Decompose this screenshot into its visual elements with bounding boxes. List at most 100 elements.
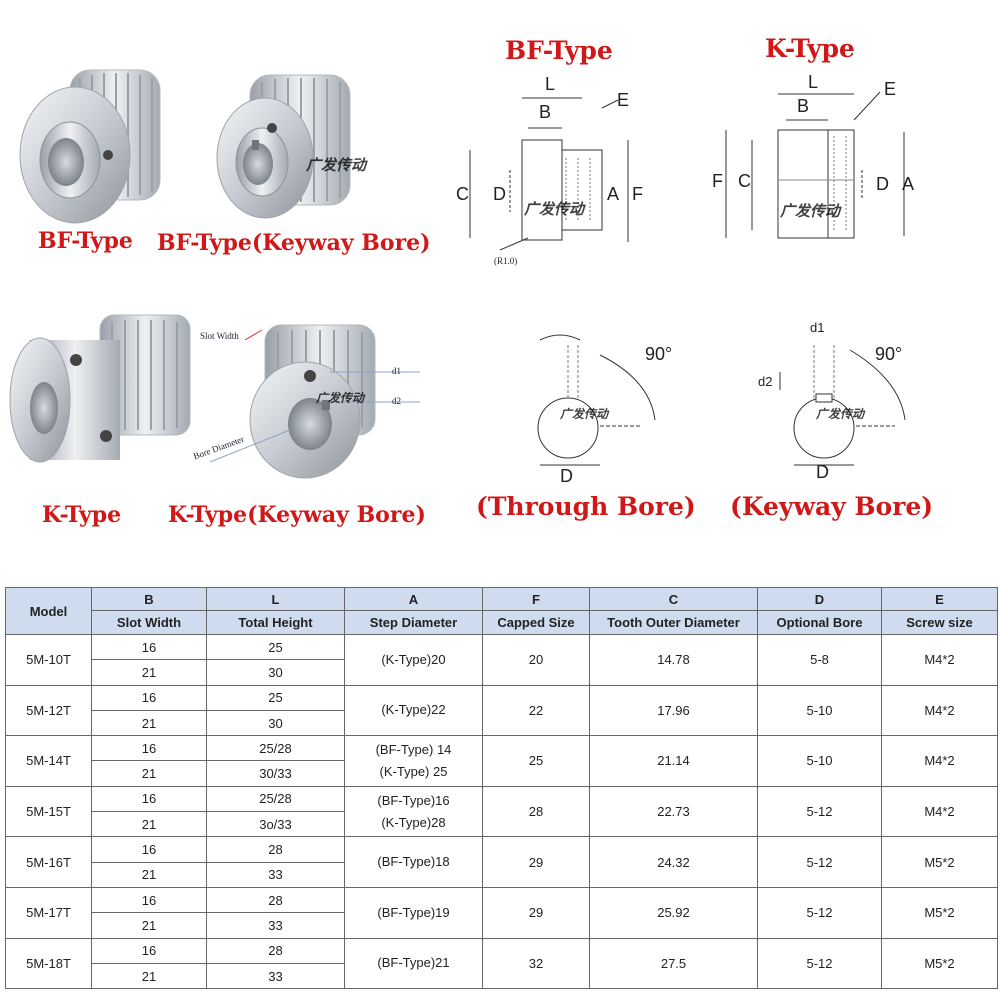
header-slot-width: Slot Width <box>91 610 207 635</box>
total-height-cell: 25 <box>206 684 345 711</box>
screw-size-cell: M4*2 <box>881 735 998 787</box>
total-height-cell: 33 <box>206 962 345 990</box>
k-dim-c: C <box>738 171 751 191</box>
through-bore-drawing <box>537 334 656 466</box>
optional-bore-cell: 5-12 <box>757 886 882 939</box>
step-diameter-line: (K-Type)22 <box>381 702 446 718</box>
keyway-bore-d1: d1 <box>810 320 825 335</box>
header-f: F <box>482 587 590 611</box>
bf-dim-c: C <box>456 184 469 204</box>
total-height-cell: 28 <box>206 886 345 914</box>
step-diameter-line: (BF-Type)16 <box>377 792 450 808</box>
step-diameter-cell: (BF-Type)21 <box>344 937 483 990</box>
screw-size-cell: M5*2 <box>881 836 998 888</box>
tooth-outer-diameter-cell: 24.32 <box>589 836 758 888</box>
bf-type-drawing-title: BF-Type <box>505 36 613 65</box>
k-dim-a: A <box>902 174 915 194</box>
header-b: B <box>91 587 207 611</box>
keyway-bore-drawing <box>779 345 906 466</box>
through-bore-d: D <box>560 466 573 486</box>
k-dim-d: D <box>876 174 889 194</box>
header-capped-size: Capped Size <box>482 610 590 635</box>
slot-width-cell: 21 <box>91 861 207 888</box>
header-model: Model <box>5 587 92 635</box>
bf-type-drawing <box>469 97 629 251</box>
k-dim-e: E <box>884 79 897 99</box>
watermark-1: 广发传动 <box>305 157 368 174</box>
step-diameter-line: (K-Type) 25 <box>379 763 448 779</box>
header-total-height: Total Height <box>206 610 345 635</box>
bf-dim-d: D <box>493 184 506 204</box>
header-e: E <box>881 587 998 611</box>
step-diameter-line: (K-Type)20 <box>381 651 446 667</box>
keyway-bore-d2: d2 <box>758 374 773 389</box>
bf-type-keyway-photo-label: BF-Type(Keyway Bore) <box>157 230 431 256</box>
slot-width-cell: 16 <box>91 633 207 661</box>
screw-size-cell: M5*2 <box>881 886 998 939</box>
bf-dim-f: F <box>632 184 643 204</box>
slot-width-cell: 16 <box>91 785 207 813</box>
illustration-canvas: 广发传动 广发传动 <box>9 69 906 479</box>
tooth-outer-diameter-cell: 25.92 <box>589 886 758 939</box>
capped-size-cell: 22 <box>482 684 590 737</box>
step-diameter-line: (BF-Type)21 <box>377 955 450 971</box>
slot-width-cell: 16 <box>91 937 207 964</box>
screw-size-cell: M4*2 <box>881 684 998 737</box>
header-d: D <box>757 587 882 611</box>
screw-size-cell: M4*2 <box>881 634 998 686</box>
optional-bore-cell: 5-12 <box>757 785 882 838</box>
optional-bore-cell: 5-10 <box>757 735 882 787</box>
step-diameter-line: (K-Type)28 <box>381 814 446 830</box>
capped-size-cell: 29 <box>482 886 590 939</box>
watermark-2: 广发传动 <box>315 391 366 405</box>
slot-width-cell: 21 <box>91 659 207 686</box>
tooth-outer-diameter-cell: 22.73 <box>589 785 758 838</box>
header-row-sub: Slot Width Total Height Step Diameter Ca… <box>6 610 998 635</box>
slot-width-cell: 21 <box>91 962 207 990</box>
step-diameter-line: (BF-Type) 14 <box>375 741 452 757</box>
model-cell: 5M-18T <box>5 937 92 990</box>
tooth-outer-diameter-cell: 14.78 <box>589 634 758 686</box>
through-bore-angle: 90° <box>645 344 673 364</box>
bf-dim-l: L <box>545 74 556 94</box>
header-a: A <box>344 587 483 611</box>
total-height-cell: 33 <box>206 861 345 888</box>
capped-size-cell: 25 <box>482 735 590 787</box>
bf-type-keyway-photo <box>216 74 351 219</box>
step-diameter-cell: (BF-Type) 14 (K-Type) 25 <box>344 735 483 787</box>
slot-width-cell: 16 <box>91 684 207 711</box>
slot-width-cell: 21 <box>91 811 207 838</box>
total-height-cell: 3o/33 <box>206 811 345 838</box>
watermark-4: 广发传动 <box>779 203 842 220</box>
total-height-cell: 28 <box>206 937 345 964</box>
step-diameter-cell: (BF-Type)19 <box>344 886 483 939</box>
k-type-drawing-title: K-Type <box>765 34 855 63</box>
bf-type-photo <box>19 69 161 224</box>
header-row-top: Model B L A F C D E <box>5 587 998 635</box>
optional-bore-cell: 5-10 <box>757 684 882 737</box>
total-height-cell: 30 <box>206 659 345 686</box>
total-height-cell: 30/33 <box>206 760 345 787</box>
capped-size-cell: 32 <box>482 937 590 990</box>
capped-size-cell: 28 <box>482 785 590 838</box>
slot-width-cell: 21 <box>91 760 207 787</box>
model-cell: 5M-16T <box>5 836 92 888</box>
k-type-photo-label: K-Type <box>42 502 122 528</box>
capped-size-cell: 20 <box>482 634 590 686</box>
step-diameter-cell: (BF-Type)18 <box>344 836 483 888</box>
step-diameter-cell: (K-Type)20 <box>344 634 483 686</box>
k-dim-l: L <box>808 72 819 92</box>
screw-size-cell: M4*2 <box>881 785 998 838</box>
header-tooth-outer-diameter: Tooth Outer Diameter <box>589 610 758 635</box>
model-cell: 5M-10T <box>5 634 92 686</box>
k-type-keyway-photo <box>209 324 420 479</box>
